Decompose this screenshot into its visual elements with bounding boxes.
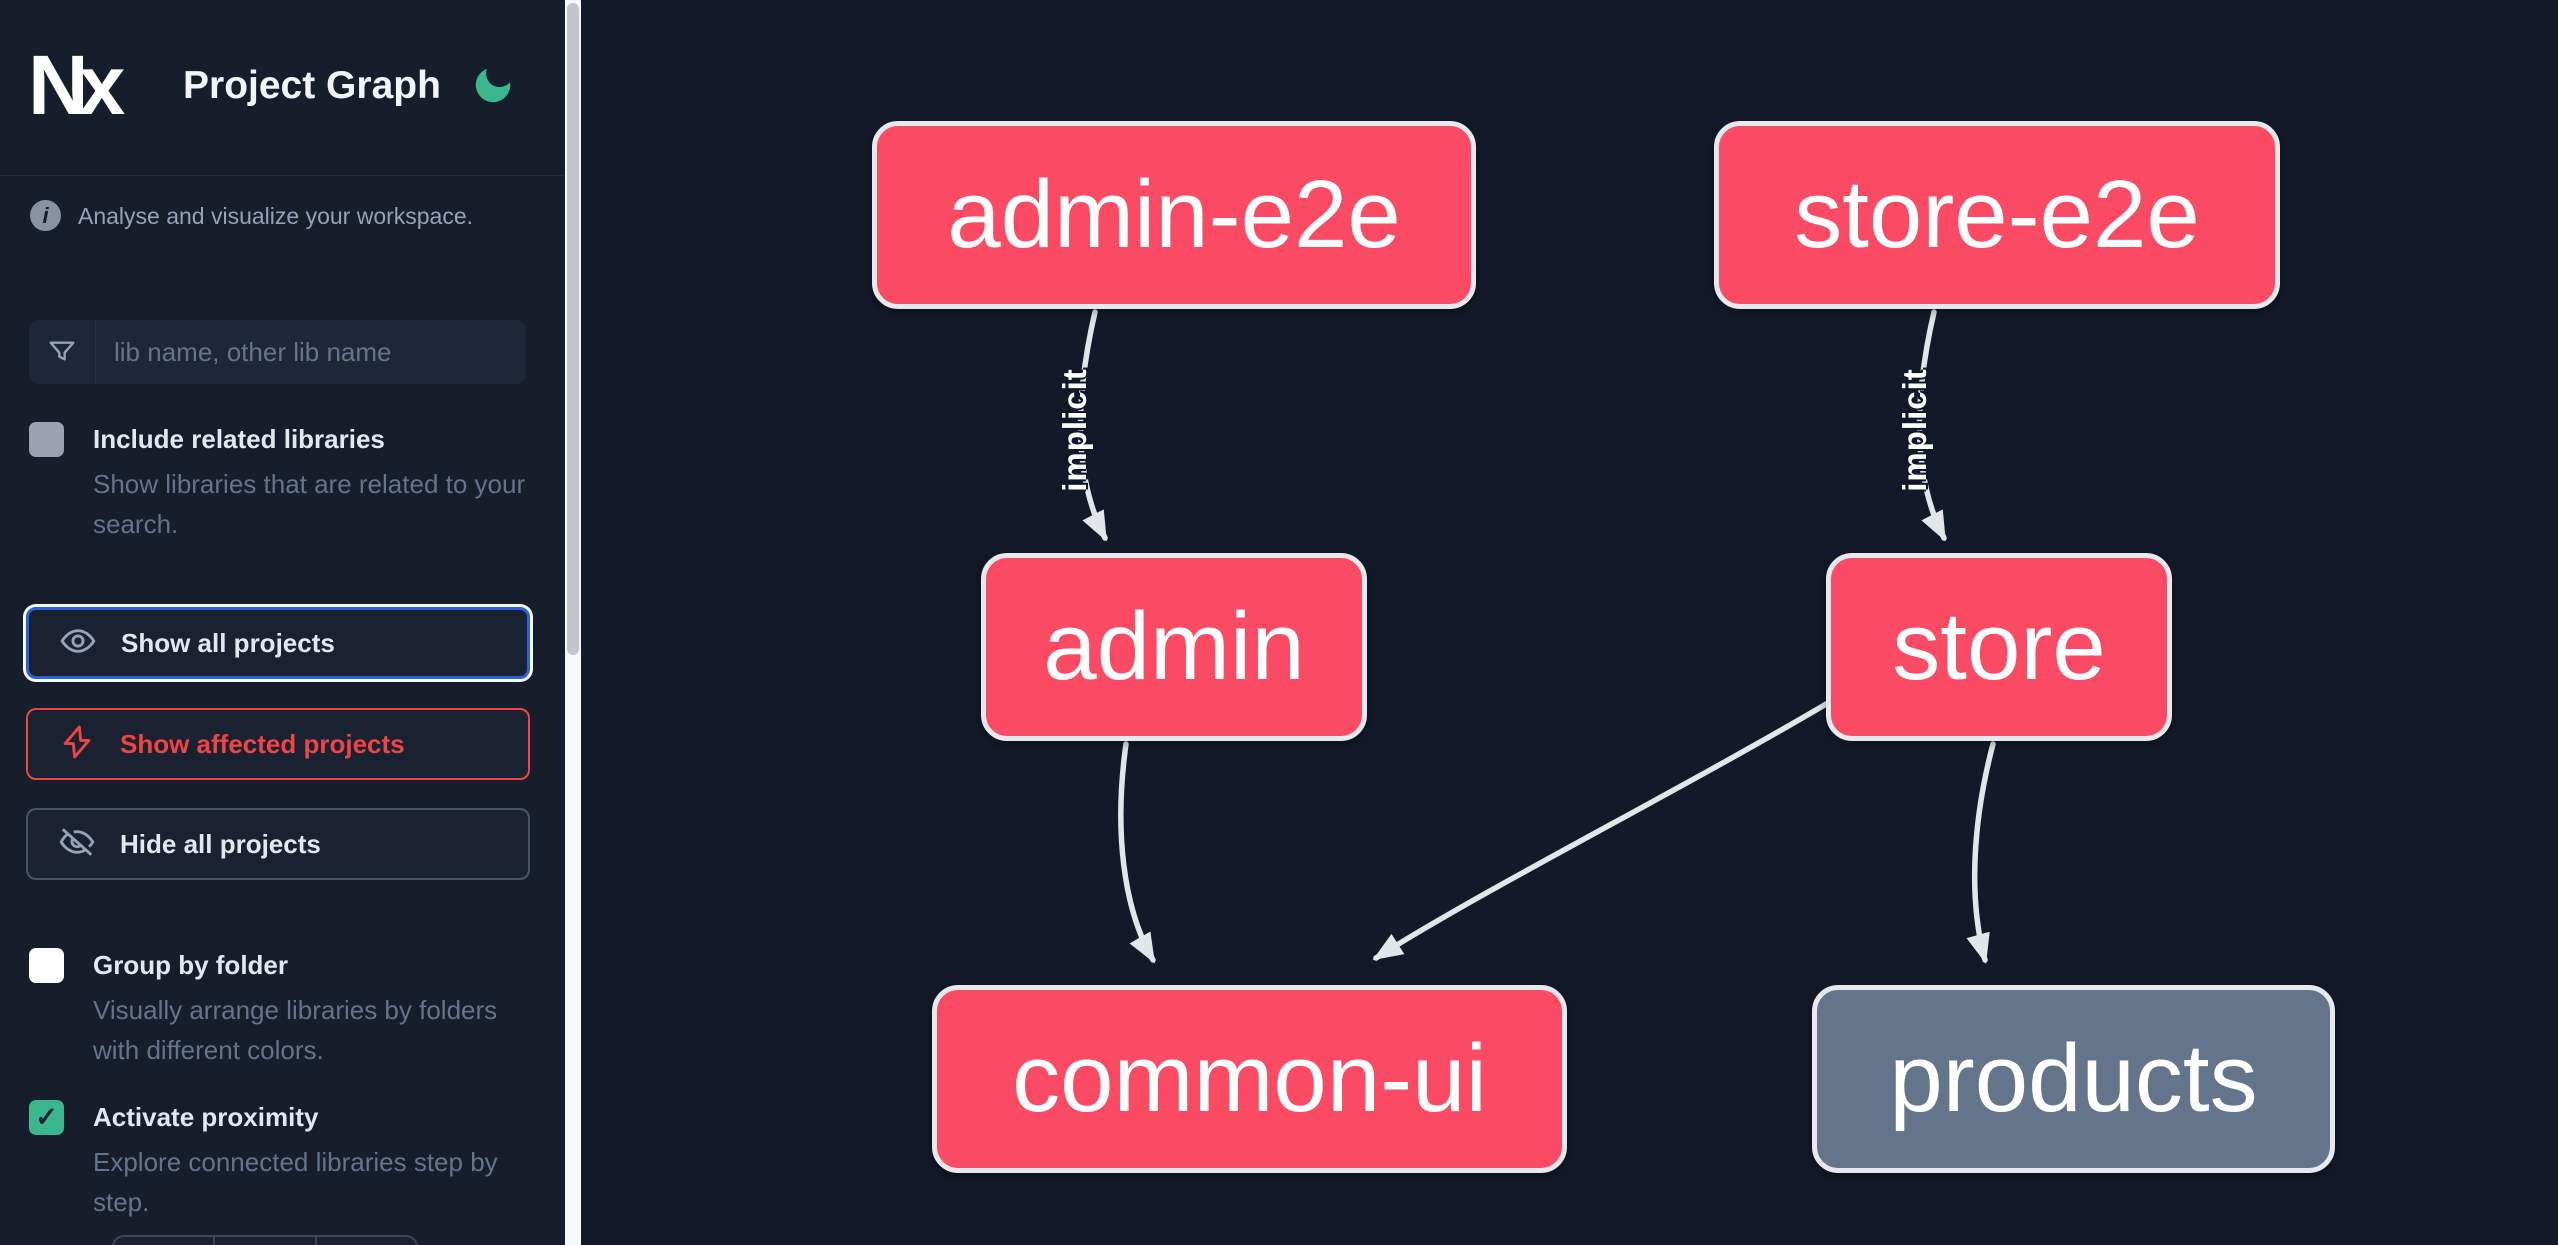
- graph-edges: [1077, 309, 1996, 964]
- search-input[interactable]: [96, 322, 526, 382]
- check-icon: ✓: [35, 1102, 58, 1132]
- filter-funnel-icon: [29, 320, 96, 384]
- hide-all-projects-label: Hide all projects: [120, 828, 321, 859]
- activate-proximity-checkbox[interactable]: ✓: [29, 1100, 64, 1135]
- edge-store-e2e-to-store: [1916, 309, 1947, 542]
- page-title: Project Graph: [183, 64, 441, 107]
- graph-node-admin-e2e[interactable]: admin-e2e: [872, 121, 1476, 309]
- stepper-value: [215, 1237, 317, 1245]
- info-icon: i: [30, 200, 61, 231]
- nx-logo: Nx: [28, 38, 125, 132]
- edge-store-to-products: [1966, 741, 1996, 964]
- graph-node-common-ui[interactable]: common-ui: [932, 985, 1567, 1173]
- activate-proximity-label: Activate proximity: [93, 1102, 319, 1132]
- show-all-projects-button[interactable]: Show all projects: [26, 607, 530, 679]
- edge-label-store-e2e-to-store: implicit: [1896, 368, 1933, 492]
- show-affected-projects-label: Show affected projects: [120, 728, 405, 759]
- graph-node-store-e2e[interactable]: store-e2e: [1714, 121, 2280, 309]
- intro-text: Analyse and visualize your workspace.: [78, 203, 474, 229]
- edge-label-admin-e2e-to-admin: implicit: [1056, 368, 1093, 492]
- sidebar-scrollbar-thumb[interactable]: [567, 3, 579, 655]
- edge-admin-e2e-to-admin: [1077, 309, 1108, 542]
- graph-node-store[interactable]: store: [1826, 553, 2172, 741]
- group-by-folder-label: Group by folder: [93, 950, 288, 980]
- stepper-increment[interactable]: [317, 1237, 416, 1245]
- graph-node-products[interactable]: products: [1812, 985, 2335, 1173]
- stepper-decrement[interactable]: [114, 1237, 216, 1245]
- include-related-checkbox[interactable]: [29, 422, 64, 457]
- edge-store-to-common-ui: [1372, 697, 1836, 961]
- bolt-icon: [58, 723, 96, 766]
- sidebar-header: Nx Project Graph: [0, 0, 565, 176]
- group-by-folder-checkbox[interactable]: [29, 948, 64, 983]
- include-related-description: Show libraries that are related to your …: [93, 469, 526, 539]
- activate-proximity-description: Explore connected libraries step by step…: [93, 1147, 498, 1217]
- sidebar-scrollbar-track[interactable]: [565, 0, 581, 1245]
- eye-icon: [59, 622, 97, 665]
- show-all-projects-label: Show all projects: [121, 627, 335, 658]
- group-by-folder-description: Visually arrange libraries by folders wi…: [93, 995, 498, 1065]
- graph-canvas[interactable]: admin-e2e store-e2e admin store common-ui pro…: [581, 0, 2558, 1245]
- search-box: [29, 320, 526, 384]
- edge-admin-to-common-ui: [1118, 741, 1156, 964]
- show-affected-projects-button[interactable]: Show affected projects: [26, 708, 530, 780]
- proximity-depth-stepper[interactable]: [112, 1235, 418, 1245]
- eye-off-icon: [58, 823, 96, 866]
- sidebar: Nx Project Graph i Analyse and visualize…: [0, 0, 565, 1245]
- graph-node-admin[interactable]: admin: [981, 553, 1367, 741]
- hide-all-projects-button[interactable]: Hide all projects: [26, 808, 530, 880]
- moon-icon[interactable]: [470, 62, 516, 108]
- include-related-label: Include related libraries: [93, 424, 385, 454]
